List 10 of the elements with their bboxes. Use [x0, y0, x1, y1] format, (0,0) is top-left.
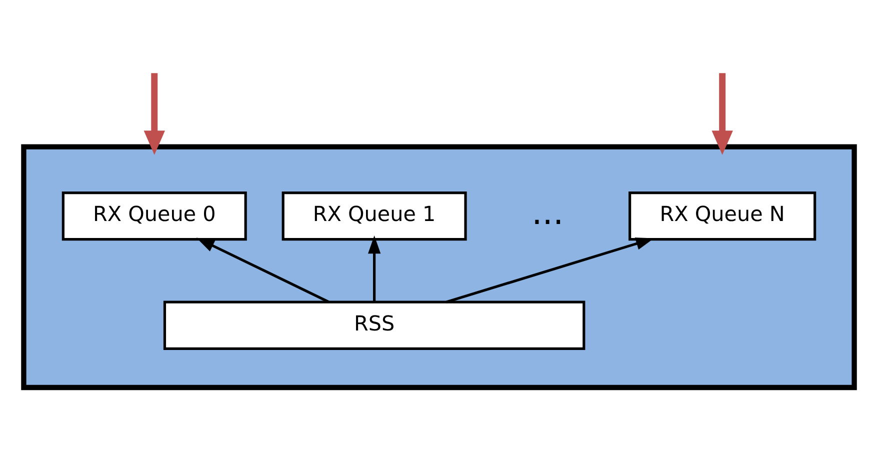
arrow [196, 238, 330, 304]
arrow [712, 73, 733, 155]
node-box: RX Queue 0 [62, 191, 247, 241]
cluster [21, 144, 857, 390]
arrow [144, 73, 165, 155]
arrow [368, 236, 381, 302]
node-box: RX Queue N [628, 191, 816, 241]
node-box: RX Queue 1 [282, 191, 467, 241]
label: ... [532, 193, 564, 232]
node-box: RSS [163, 300, 586, 350]
